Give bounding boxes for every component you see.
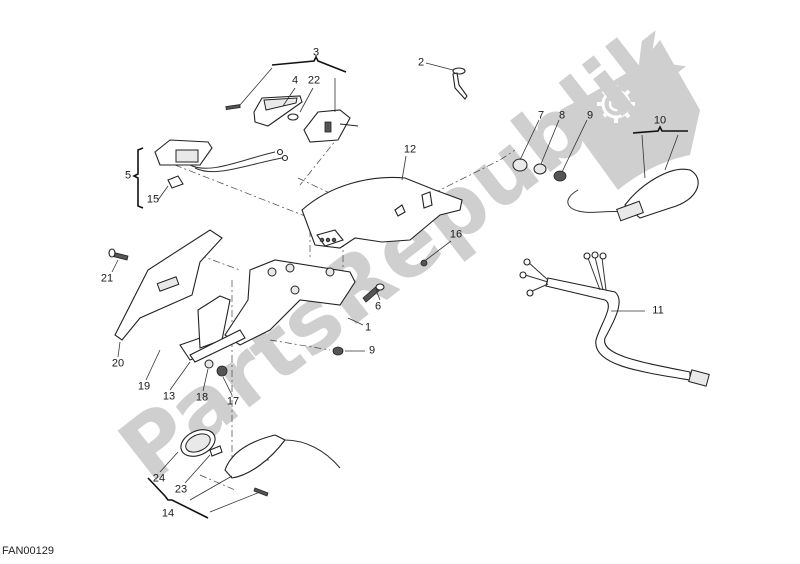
part-20-reflector-holder: [114, 229, 223, 341]
part-label-6[interactable]: 6: [374, 300, 382, 313]
part-9-nut: [332, 346, 344, 356]
part-12-undertray: [301, 176, 463, 267]
part-label-18[interactable]: 18: [195, 391, 209, 404]
part-label-15[interactable]: 15: [146, 193, 160, 206]
part-6-bolt: [362, 283, 385, 303]
part-label-24[interactable]: 24: [152, 472, 166, 485]
part-label-2[interactable]: 2: [417, 56, 425, 69]
part-label-21[interactable]: 21: [100, 272, 114, 285]
part-3-light-assembly: [225, 95, 359, 143]
part-14-rear-turn-signal: [180, 429, 341, 497]
parts-7-8-9-fasteners: [512, 158, 567, 182]
part-label-22[interactable]: 22: [307, 74, 321, 87]
part-11-wiring-harness: [519, 251, 710, 387]
part-17-nut: [216, 365, 228, 377]
part-18-washer: [204, 359, 214, 369]
part-21-screw: [108, 248, 129, 261]
part-label-10[interactable]: 10: [653, 114, 667, 127]
part-label-5[interactable]: 5: [124, 169, 132, 182]
part-5-plate-light: [154, 139, 289, 189]
braces: [132, 55, 688, 519]
part-label-23[interactable]: 23: [174, 483, 188, 496]
diagram-code: FAN00129: [2, 545, 54, 557]
part-label-8[interactable]: 8: [558, 109, 566, 122]
part-label-14[interactable]: 14: [161, 507, 175, 520]
leader-lines: [111, 62, 679, 513]
part-label-9-lower[interactable]: 9: [368, 344, 376, 357]
part-label-11[interactable]: 11: [652, 304, 664, 317]
part-10-turn-signal: [567, 168, 699, 222]
part-label-4[interactable]: 4: [291, 74, 299, 87]
part-label-1[interactable]: 1: [364, 321, 372, 334]
part-label-12[interactable]: 12: [403, 143, 417, 156]
part-label-17[interactable]: 17: [226, 395, 240, 408]
part-label-9-upper[interactable]: 9: [586, 109, 594, 122]
part-label-7[interactable]: 7: [537, 109, 545, 122]
part-label-20[interactable]: 20: [111, 357, 125, 370]
part-label-16[interactable]: 16: [449, 228, 463, 241]
gear-icon: [597, 85, 635, 123]
part-1-plate-bracket: [224, 259, 356, 346]
part-label-19[interactable]: 19: [137, 380, 151, 393]
part-13-plate: [189, 329, 246, 363]
part-label-3[interactable]: 3: [312, 46, 320, 59]
part-label-13[interactable]: 13: [162, 390, 176, 403]
part-2-pin: [452, 67, 468, 100]
